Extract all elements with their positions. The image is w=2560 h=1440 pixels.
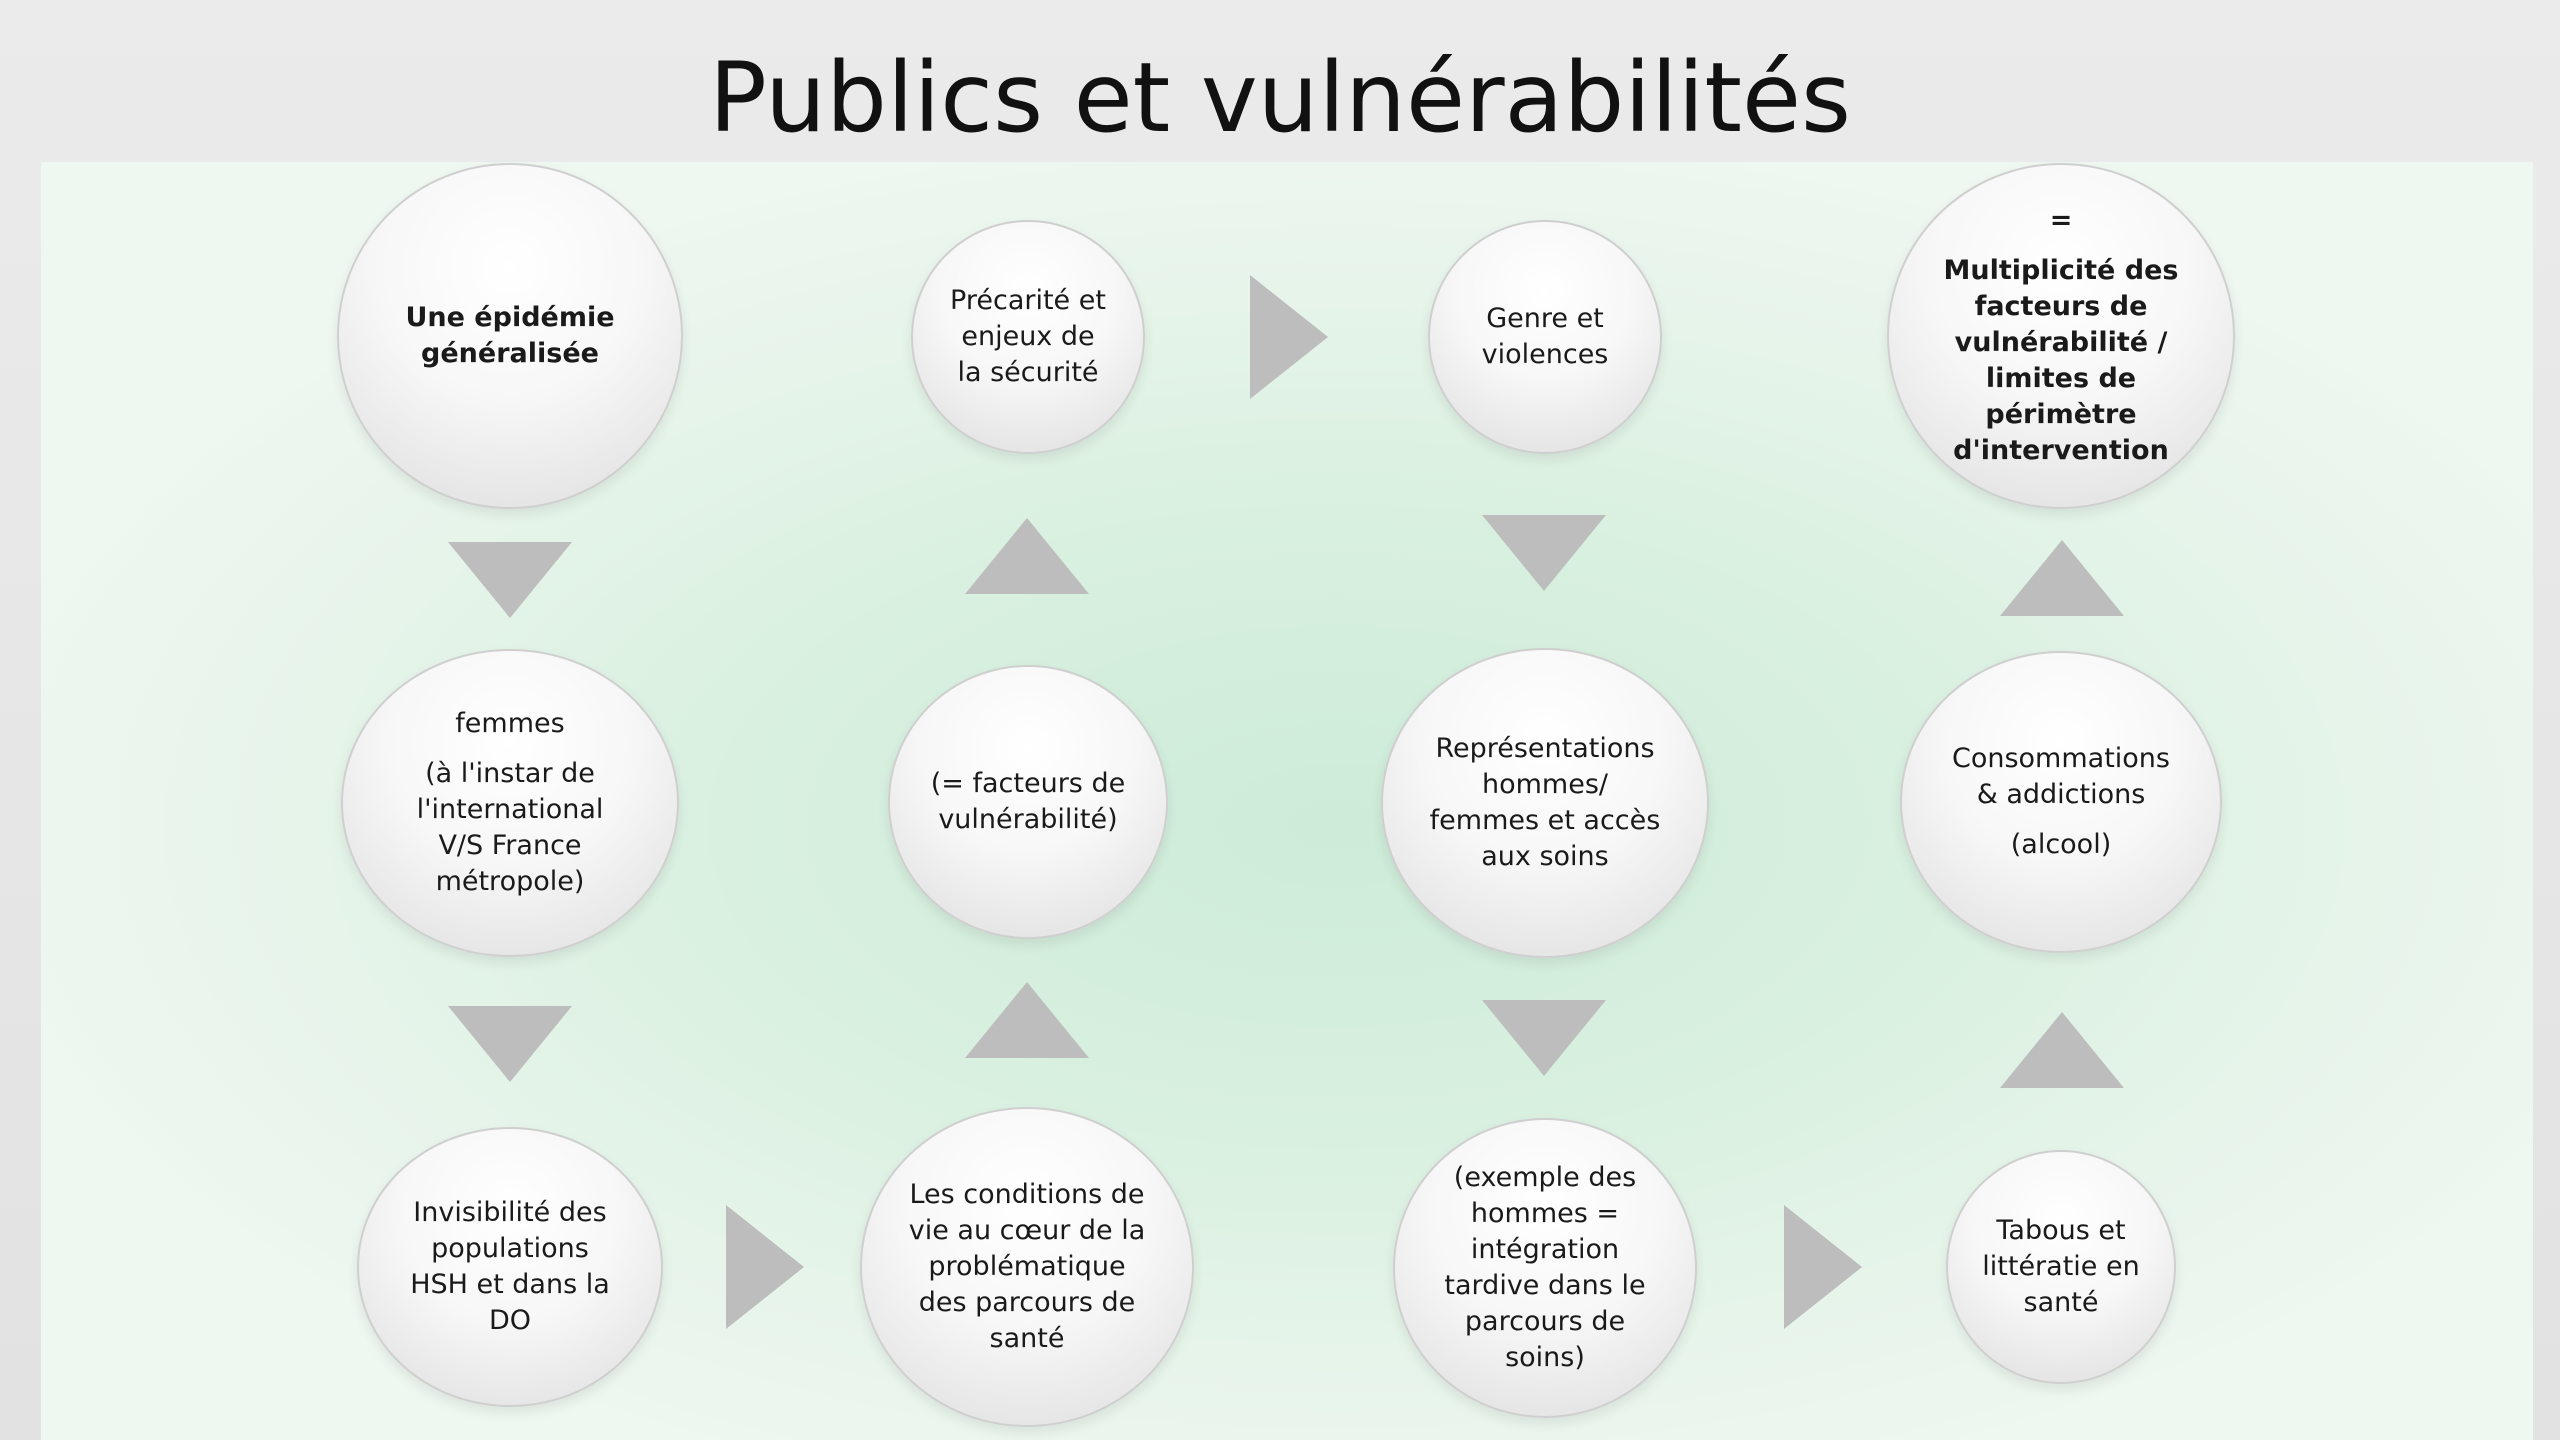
- node-exemple: (exemple des hommes = intégration tardiv…: [1393, 1118, 1697, 1418]
- node-femmes-line: métropole): [435, 866, 585, 897]
- node-epidemie: Une épidémie généralisée: [337, 163, 683, 509]
- node-femmes: femmes (à l'instar de l'international V/…: [341, 649, 679, 957]
- node-epidemie-line: Une épidémie: [405, 302, 615, 333]
- node-femmes-line: l'international: [416, 794, 604, 825]
- node-precarite-line: la sécurité: [957, 357, 1099, 388]
- node-conditions-line: problématique: [928, 1251, 1126, 1282]
- node-representations-line: femmes et accès: [1429, 805, 1661, 836]
- node-multiplicite-line: Multiplicité des: [1943, 255, 2179, 286]
- slide-title: Publics et vulnérabilités: [708, 42, 1852, 154]
- node-consommations-line: Consommations: [1951, 743, 2170, 774]
- node-conditions: Les conditions de vie au cœur de la prob…: [860, 1107, 1194, 1427]
- node-tabous-line: Tabous et: [1996, 1215, 2126, 1246]
- node-multiplicite-line: limites de: [1985, 363, 2137, 394]
- node-multiplicite-line: périmètre: [1985, 399, 2137, 430]
- node-precarite-line: Précarité et: [950, 285, 1106, 316]
- node-tabous: Tabous et littératie en santé: [1946, 1150, 2176, 1384]
- node-consommations-line: & addictions: [1976, 779, 2146, 810]
- node-multiplicite-line: vulnérabilité /: [1954, 327, 2168, 358]
- node-representations-line: Représentations: [1435, 733, 1655, 764]
- node-invisibilite-line: DO: [488, 1305, 532, 1336]
- node-exemple-line: tardive dans le: [1444, 1270, 1646, 1301]
- node-genre-line: Genre et: [1486, 303, 1604, 334]
- node-facteurs: (= facteurs de vulnérabilité): [888, 665, 1168, 939]
- arrow-right: [726, 1205, 804, 1329]
- node-conditions-line: des parcours de: [918, 1287, 1136, 1318]
- node-precarite: Précarité et enjeux de la sécurité: [911, 220, 1145, 454]
- node-multiplicite-equals: =: [2049, 205, 2073, 236]
- arrow-down: [1482, 1000, 1606, 1076]
- arrow-down: [448, 1006, 572, 1082]
- node-invisibilite-line: Invisibilité des: [413, 1197, 607, 1228]
- node-conditions-line: Les conditions de: [909, 1179, 1145, 1210]
- node-precarite-line: enjeux de: [961, 321, 1095, 352]
- node-tabous-line: santé: [2023, 1287, 2099, 1318]
- node-exemple-line: intégration: [1470, 1234, 1620, 1265]
- node-facteurs-line: vulnérabilité): [938, 804, 1118, 835]
- node-consommations: Consommations & addictions (alcool): [1900, 651, 2222, 953]
- node-exemple-line: (exemple des: [1453, 1162, 1637, 1193]
- arrow-up: [965, 982, 1089, 1058]
- arrow-right: [1250, 275, 1328, 399]
- arrow-down: [448, 542, 572, 618]
- node-conditions-line: santé: [989, 1323, 1065, 1354]
- node-representations-line: aux soins: [1481, 841, 1609, 872]
- node-representations: Représentations hommes/ femmes et accès …: [1381, 648, 1709, 958]
- node-conditions-line: vie au cœur de la: [908, 1215, 1146, 1246]
- node-representations-line: hommes/: [1481, 769, 1608, 800]
- node-exemple-line: soins): [1505, 1342, 1585, 1373]
- node-genre: Genre et violences: [1428, 220, 1662, 454]
- node-femmes-line: (à l'instar de: [425, 758, 595, 789]
- node-invisibilite: Invisibilité des populations HSH et dans…: [357, 1127, 663, 1407]
- node-exemple-line: hommes =: [1470, 1198, 1620, 1229]
- node-multiplicite-line: d'intervention: [1953, 435, 2169, 466]
- node-multiplicite-line: facteurs de: [1974, 291, 2148, 322]
- arrow-right: [1784, 1205, 1862, 1329]
- node-invisibilite-line: populations: [431, 1233, 589, 1264]
- arrow-up: [965, 518, 1089, 594]
- arrow-up: [2000, 1012, 2124, 1088]
- node-invisibilite-line: HSH et dans la: [410, 1269, 610, 1300]
- node-epidemie-line: généralisée: [421, 338, 599, 369]
- node-femmes-line: V/S France: [438, 830, 582, 861]
- node-exemple-line: parcours de: [1464, 1306, 1626, 1337]
- arrow-down: [1482, 515, 1606, 591]
- node-multiplicite: = Multiplicité des facteurs de vulnérabi…: [1887, 163, 2235, 509]
- node-consommations-note: (alcool): [2010, 829, 2112, 860]
- node-femmes-title: femmes: [455, 708, 565, 739]
- arrow-up: [2000, 540, 2124, 616]
- node-genre-line: violences: [1481, 339, 1609, 370]
- node-facteurs-line: (= facteurs de: [930, 768, 1126, 799]
- node-tabous-line: littératie en: [1982, 1251, 2140, 1282]
